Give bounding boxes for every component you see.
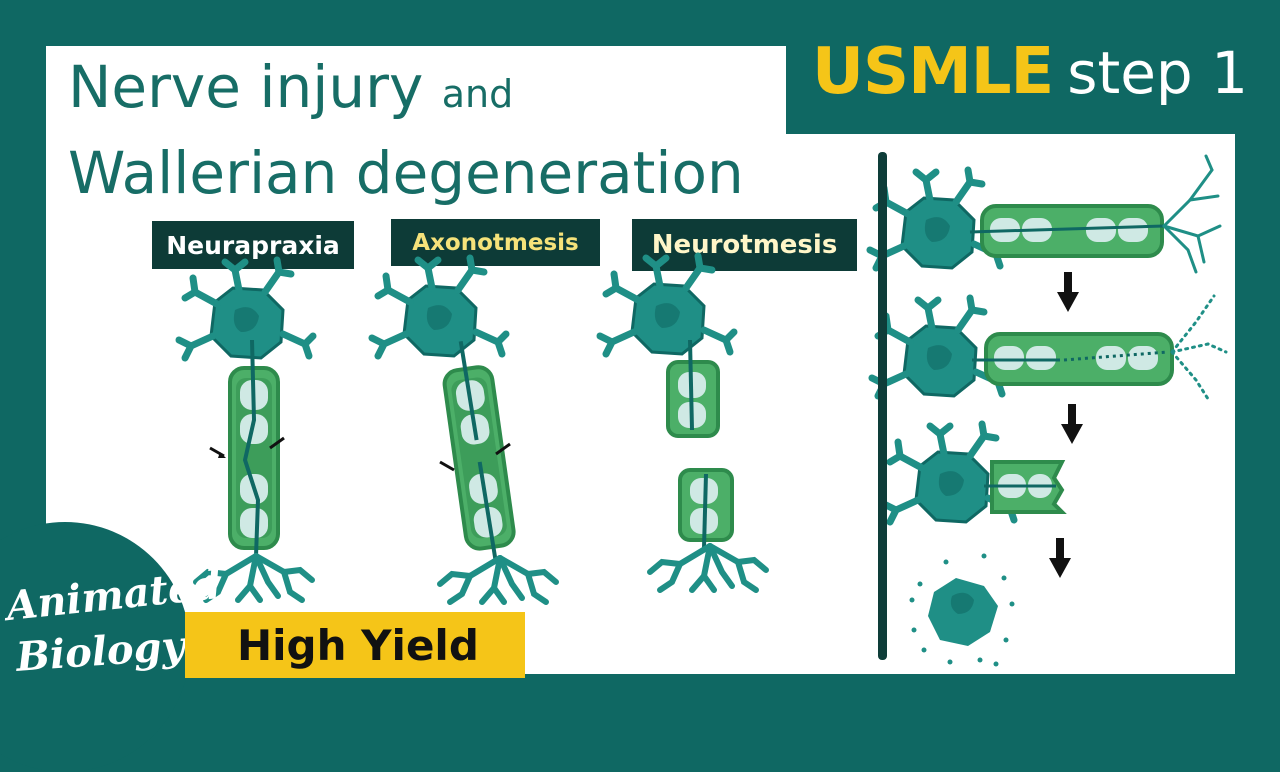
axonotmesis-neuron bbox=[372, 258, 556, 602]
title-main: Nerve injury bbox=[68, 53, 424, 121]
divider bbox=[878, 152, 887, 660]
arrow-down-icon bbox=[1057, 272, 1079, 312]
arrow-down-icon bbox=[1049, 538, 1071, 578]
wallerian-stage-3 bbox=[884, 424, 1067, 522]
page-title-line-1: Nerve injury and bbox=[68, 52, 513, 129]
page-title-line-2: Wallerian degeneration bbox=[68, 139, 744, 207]
high-yield-banner: High Yield bbox=[185, 612, 525, 678]
left-panel bbox=[46, 46, 786, 674]
neuron-illustrations bbox=[0, 154, 1228, 667]
label-neurotmesis: Neurotmesis bbox=[632, 219, 857, 271]
label-neurapraxia: Neurapraxia bbox=[152, 221, 354, 269]
title-connector: and bbox=[441, 72, 514, 116]
wallerian-stage-1 bbox=[870, 154, 1222, 274]
neurotmesis-neuron bbox=[600, 256, 766, 590]
neurapraxia-neuron bbox=[179, 260, 313, 600]
wallerian-stage-2 bbox=[872, 294, 1228, 404]
wallerian-stage-4 bbox=[909, 553, 1015, 667]
arrow-down-icon bbox=[1061, 404, 1083, 444]
exam-name: USMLE bbox=[812, 35, 1054, 109]
exam-step: step 1 bbox=[1067, 39, 1249, 107]
label-axonotmesis: Axonotmesis bbox=[391, 219, 600, 266]
